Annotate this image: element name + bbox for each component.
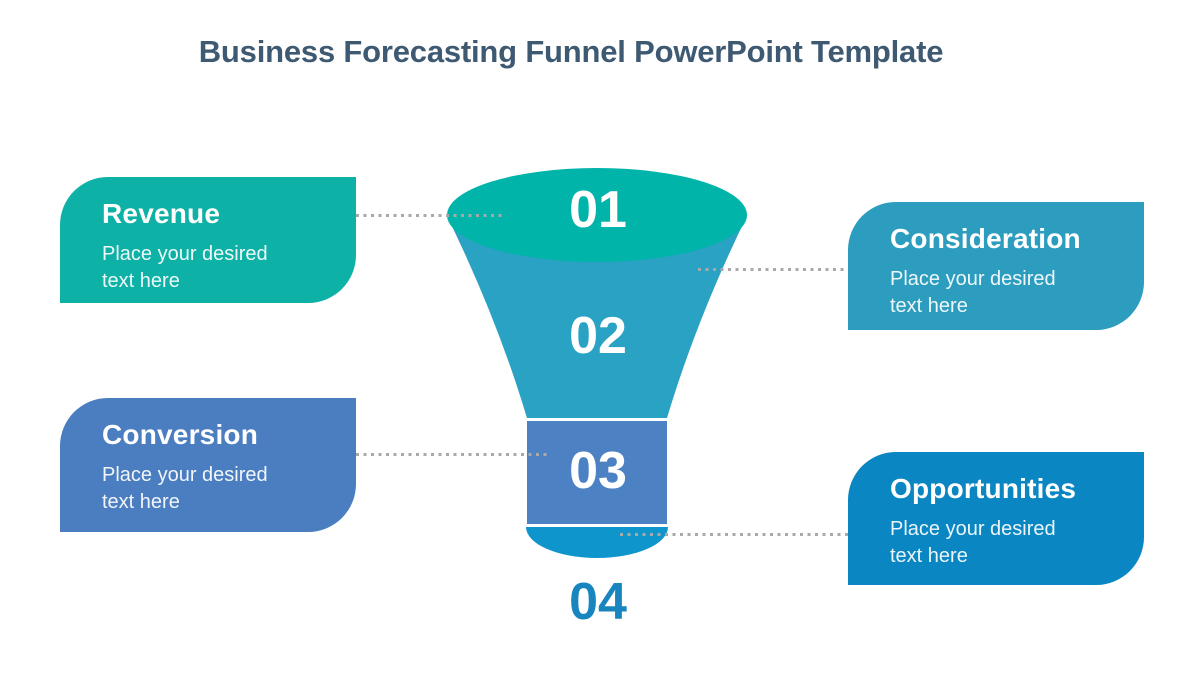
stage-number-02: 02 bbox=[569, 307, 627, 365]
callout-revenue: Revenue Place your desired text here bbox=[60, 177, 356, 303]
funnel-cone-shape bbox=[447, 216, 747, 418]
stage-number-03: 03 bbox=[569, 442, 627, 500]
callout-revenue-body: Place your desired text here bbox=[102, 243, 268, 292]
callout-opportunities-body: Place your desired text here bbox=[890, 518, 1056, 567]
stage-number-01: 01 bbox=[569, 181, 627, 239]
callout-revenue-title: Revenue bbox=[102, 198, 221, 229]
stage-number-04: 04 bbox=[569, 573, 627, 631]
funnel-top-ellipse-shape bbox=[447, 168, 747, 262]
funnel-stem-shape bbox=[527, 421, 667, 524]
connector-line-consideration bbox=[698, 268, 864, 271]
callout-opportunities: Opportunities Place your desired text he… bbox=[848, 452, 1144, 585]
connector-line-revenue bbox=[341, 214, 506, 217]
callout-consideration-title: Consideration bbox=[890, 223, 1081, 254]
callout-conversion: Conversion Place your desired text here bbox=[60, 398, 356, 532]
funnel-spout-shape bbox=[526, 527, 668, 558]
slide-title: Business Forecasting Funnel PowerPoint T… bbox=[198, 34, 944, 69]
connector-line-opportunities bbox=[620, 533, 866, 536]
callout-opportunities-title: Opportunities bbox=[890, 473, 1077, 504]
callout-consideration-body: Place your desired text here bbox=[890, 268, 1056, 317]
connector-line-conversion bbox=[341, 453, 548, 456]
callout-consideration: Consideration Place your desired text he… bbox=[848, 202, 1144, 330]
callout-conversion-body: Place your desired text here bbox=[102, 464, 268, 513]
callout-conversion-title: Conversion bbox=[102, 419, 259, 450]
